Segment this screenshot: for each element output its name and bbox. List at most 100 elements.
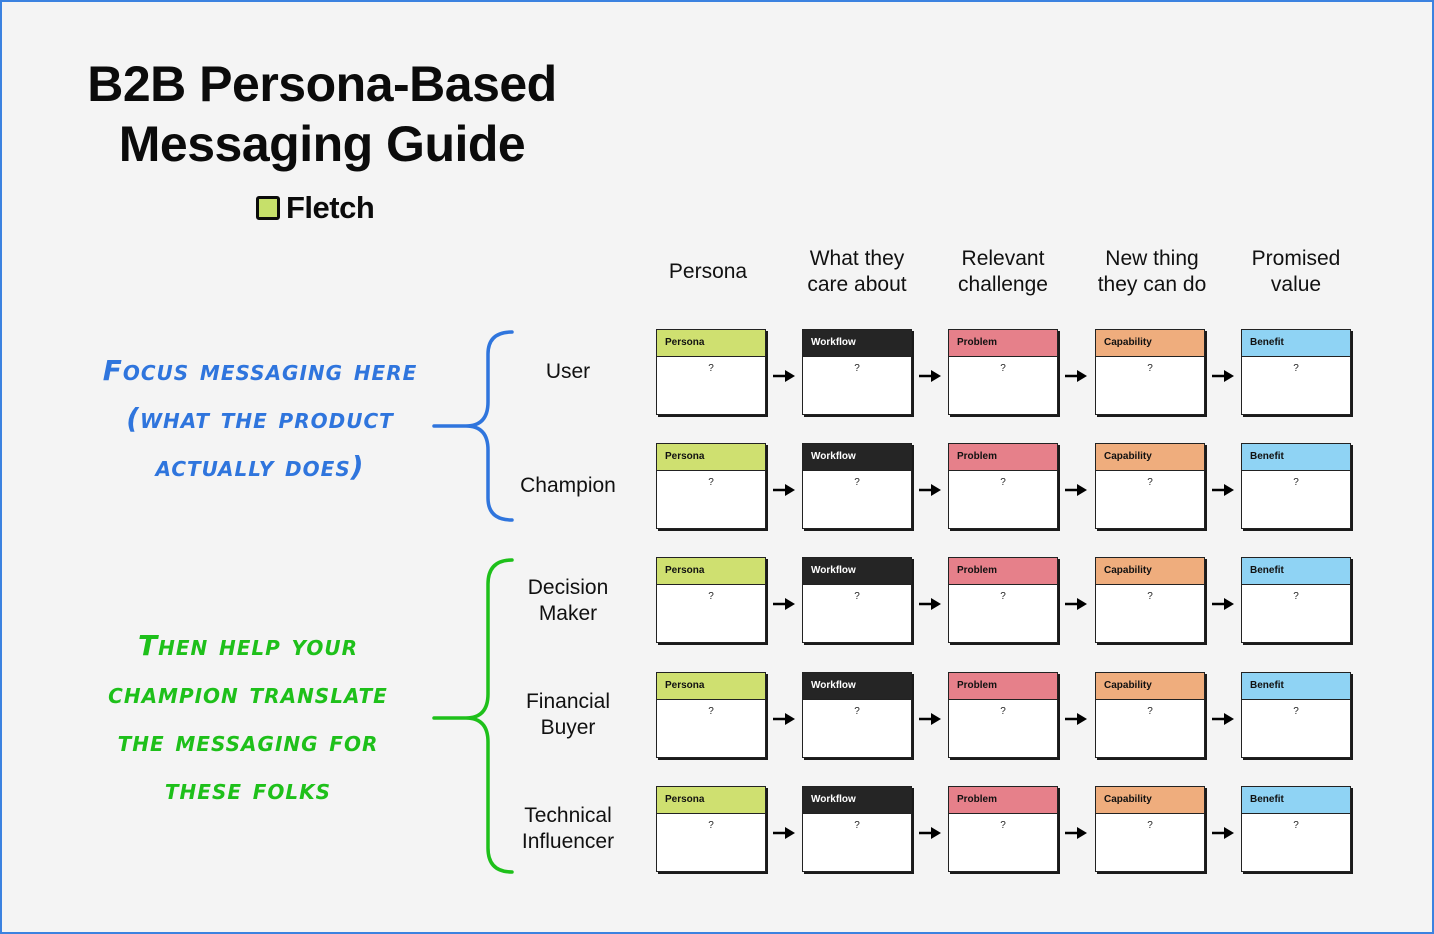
message-card: Workflow? bbox=[802, 786, 912, 872]
card-label: Workflow bbox=[803, 558, 911, 585]
arrow-right-icon bbox=[1212, 370, 1234, 382]
message-card: Capability? bbox=[1095, 557, 1205, 643]
focus-note-line: actually does) bbox=[155, 450, 365, 483]
message-card: Persona? bbox=[656, 672, 766, 758]
brand-logo: Fletch bbox=[256, 190, 375, 226]
card-label: Capability bbox=[1096, 558, 1204, 585]
arrow-right-icon bbox=[1065, 713, 1087, 725]
arrow-right-icon bbox=[1212, 598, 1234, 610]
fletch-logo-icon bbox=[256, 196, 280, 220]
card-placeholder: ? bbox=[1147, 591, 1153, 602]
card-placeholder: ? bbox=[854, 706, 860, 717]
green-brace-icon bbox=[432, 558, 514, 874]
translate-note: Then help your champion translate the me… bbox=[62, 622, 434, 814]
message-card: Capability? bbox=[1095, 443, 1205, 529]
message-card: Workflow? bbox=[802, 557, 912, 643]
card-placeholder: ? bbox=[1000, 820, 1006, 831]
card-placeholder: ? bbox=[708, 706, 714, 717]
card-placeholder: ? bbox=[1293, 477, 1299, 488]
arrow-right-icon bbox=[773, 484, 795, 496]
message-card: Benefit? bbox=[1241, 672, 1351, 758]
card-placeholder: ? bbox=[1147, 363, 1153, 374]
card-placeholder: ? bbox=[1000, 591, 1006, 602]
card-label: Benefit bbox=[1242, 558, 1350, 585]
card-label: Workflow bbox=[803, 444, 911, 471]
card-placeholder: ? bbox=[1147, 477, 1153, 488]
message-card: Capability? bbox=[1095, 672, 1205, 758]
card-label: Capability bbox=[1096, 673, 1204, 700]
card-placeholder: ? bbox=[1147, 706, 1153, 717]
translate-note-line: Then help your bbox=[138, 629, 358, 662]
message-card: Problem? bbox=[948, 443, 1058, 529]
translate-note-line: the messaging for bbox=[117, 725, 379, 758]
card-placeholder: ? bbox=[854, 477, 860, 488]
card-placeholder: ? bbox=[708, 477, 714, 488]
message-card: Capability? bbox=[1095, 329, 1205, 415]
card-placeholder: ? bbox=[1000, 706, 1006, 717]
message-card: Persona? bbox=[656, 557, 766, 643]
message-card: Benefit? bbox=[1241, 329, 1351, 415]
card-label: Problem bbox=[949, 673, 1057, 700]
message-card: Persona? bbox=[656, 786, 766, 872]
card-label: Persona bbox=[657, 787, 765, 814]
message-card: Problem? bbox=[948, 329, 1058, 415]
brand-name: Fletch bbox=[286, 190, 375, 225]
arrow-right-icon bbox=[919, 484, 941, 496]
message-card: Persona? bbox=[656, 329, 766, 415]
arrow-right-icon bbox=[1212, 713, 1234, 725]
translate-note-line: champion translate bbox=[108, 677, 388, 710]
card-label: Benefit bbox=[1242, 330, 1350, 357]
focus-note-line: Focus messaging here bbox=[102, 354, 418, 387]
message-card: Problem? bbox=[948, 786, 1058, 872]
card-label: Problem bbox=[949, 330, 1057, 357]
arrow-right-icon bbox=[919, 713, 941, 725]
arrow-right-icon bbox=[773, 827, 795, 839]
card-label: Capability bbox=[1096, 787, 1204, 814]
card-label: Persona bbox=[657, 444, 765, 471]
blue-brace-icon bbox=[432, 330, 514, 522]
message-card: Problem? bbox=[948, 672, 1058, 758]
card-placeholder: ? bbox=[1293, 363, 1299, 374]
arrow-right-icon bbox=[773, 713, 795, 725]
card-placeholder: ? bbox=[1147, 820, 1153, 831]
message-card: Capability? bbox=[1095, 786, 1205, 872]
card-label: Persona bbox=[657, 330, 765, 357]
card-placeholder: ? bbox=[708, 591, 714, 602]
translate-note-line: these folks bbox=[164, 773, 332, 806]
card-label: Persona bbox=[657, 673, 765, 700]
arrow-right-icon bbox=[1065, 598, 1087, 610]
card-label: Benefit bbox=[1242, 444, 1350, 471]
card-label: Workflow bbox=[803, 787, 911, 814]
card-label: Problem bbox=[949, 444, 1057, 471]
column-header: Persona bbox=[668, 260, 748, 283]
card-label: Workflow bbox=[803, 673, 911, 700]
card-label: Benefit bbox=[1242, 787, 1350, 814]
arrow-right-icon bbox=[919, 598, 941, 610]
message-card: Workflow? bbox=[802, 443, 912, 529]
message-card: Problem? bbox=[948, 557, 1058, 643]
message-card: Benefit? bbox=[1241, 557, 1351, 643]
message-card: Benefit? bbox=[1241, 443, 1351, 529]
card-label: Persona bbox=[657, 558, 765, 585]
row-label: User bbox=[545, 360, 591, 383]
message-card: Workflow? bbox=[802, 329, 912, 415]
focus-note-line: (what the product bbox=[126, 402, 394, 435]
card-label: Problem bbox=[949, 558, 1057, 585]
row-label: Champion bbox=[520, 474, 616, 497]
arrow-right-icon bbox=[773, 598, 795, 610]
card-label: Benefit bbox=[1242, 673, 1350, 700]
card-placeholder: ? bbox=[708, 363, 714, 374]
focus-note: Focus messaging here (what the product a… bbox=[62, 347, 458, 491]
card-placeholder: ? bbox=[1000, 363, 1006, 374]
card-placeholder: ? bbox=[1293, 820, 1299, 831]
arrow-right-icon bbox=[1212, 827, 1234, 839]
card-placeholder: ? bbox=[854, 820, 860, 831]
card-label: Capability bbox=[1096, 444, 1204, 471]
card-label: Capability bbox=[1096, 330, 1204, 357]
